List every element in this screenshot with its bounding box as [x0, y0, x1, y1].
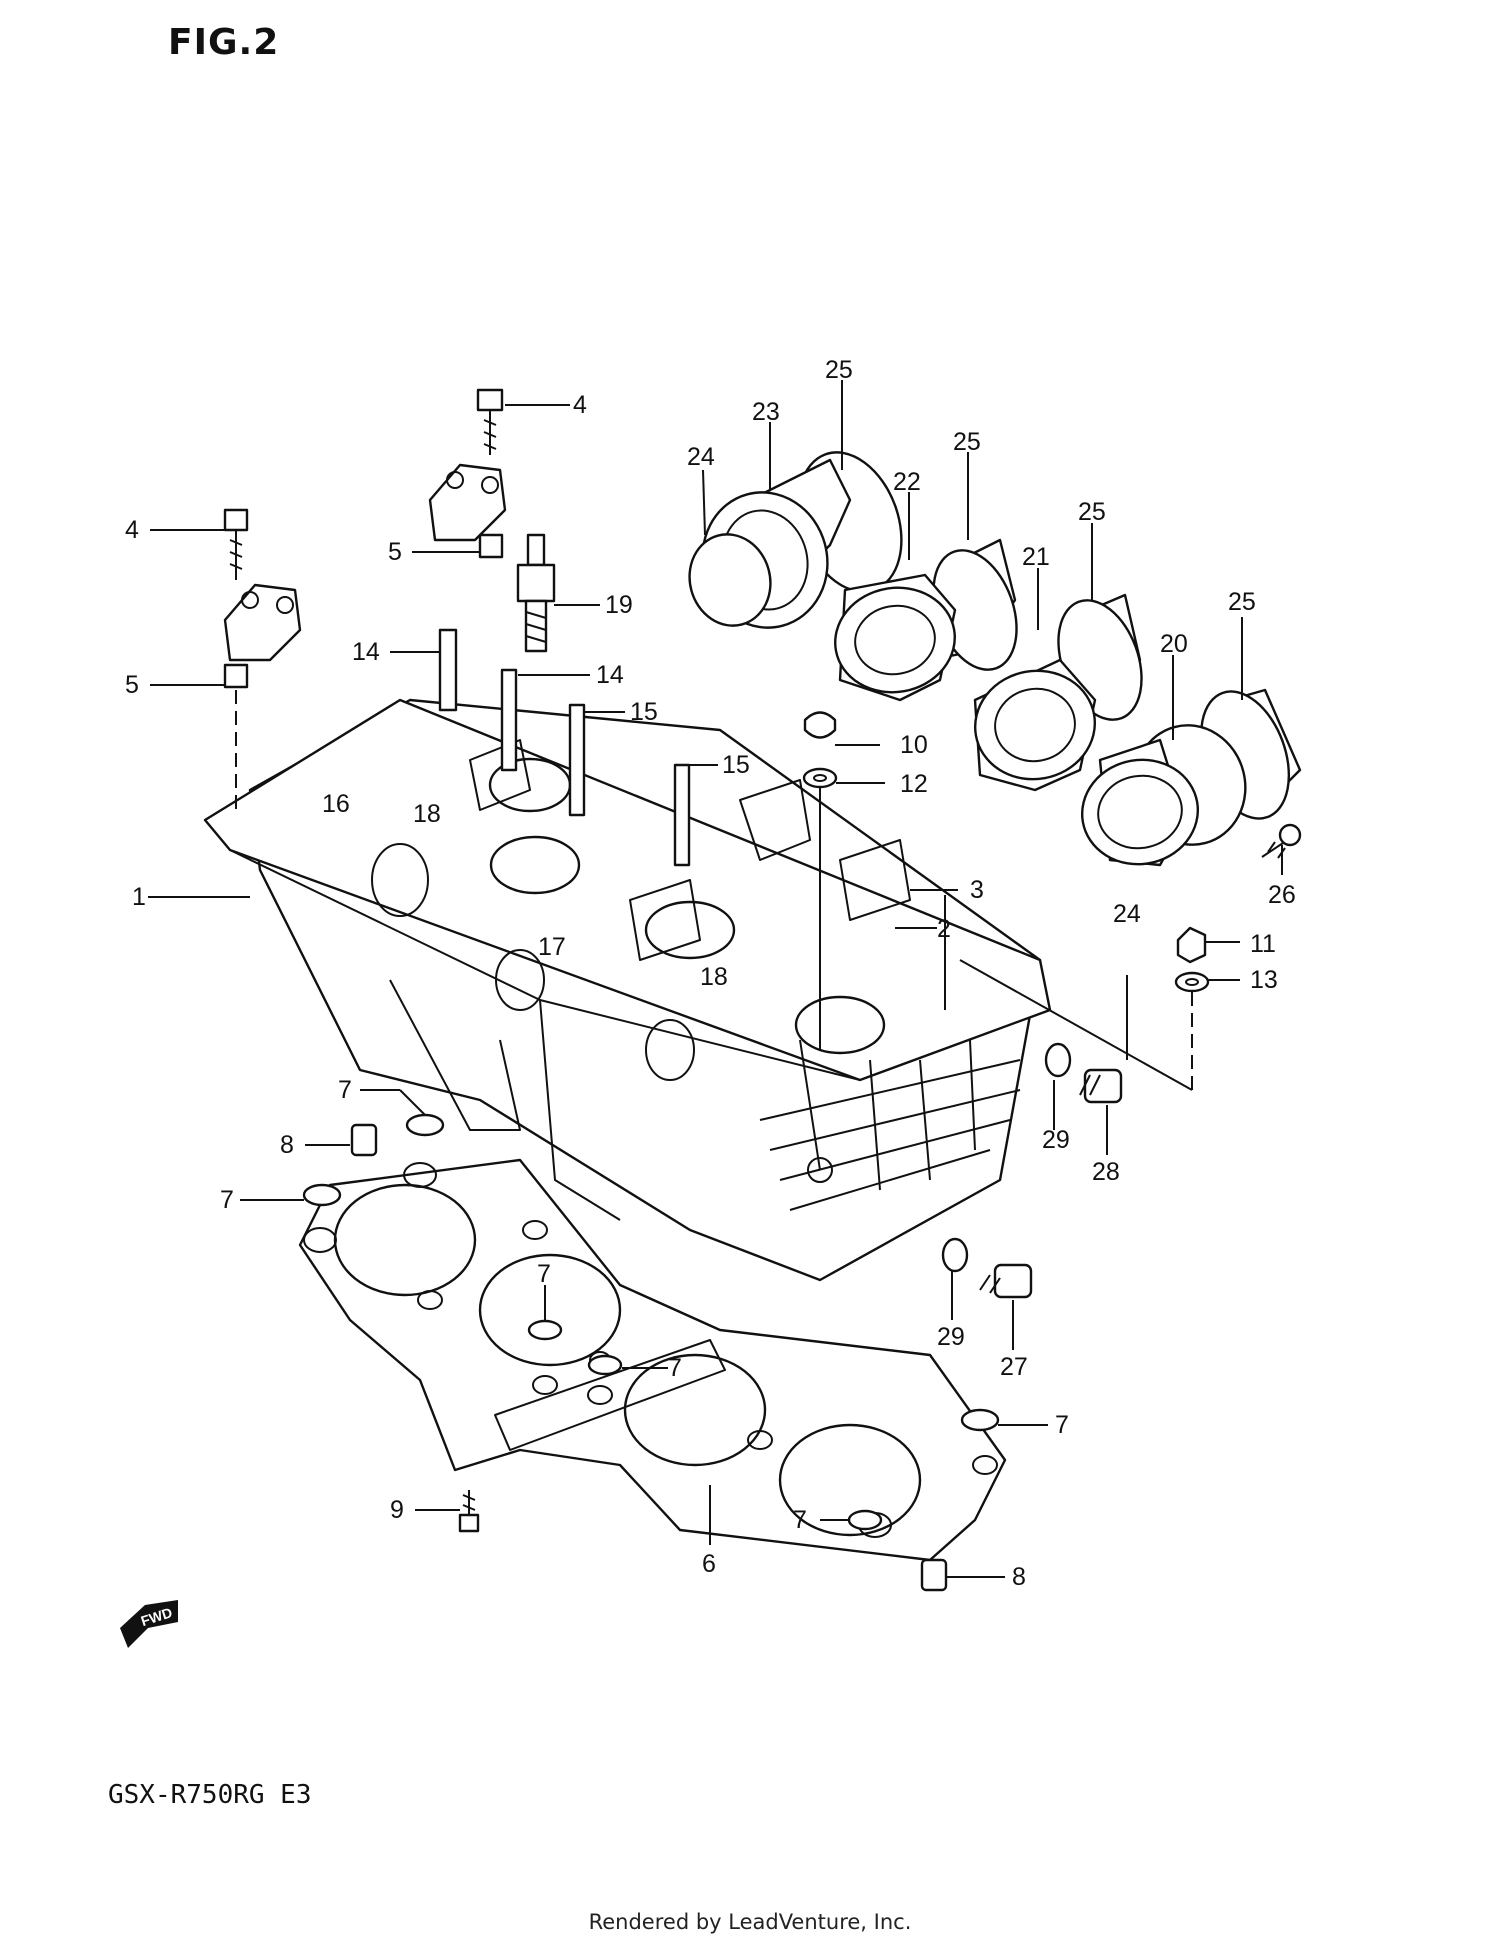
callout-6: 6	[702, 1550, 716, 1578]
callout-10: 10	[900, 731, 928, 759]
callout-11: 11	[1250, 930, 1276, 958]
callout-14: 14	[352, 638, 380, 666]
callout-7: 7	[338, 1076, 352, 1104]
stud-bolts	[438, 628, 691, 867]
callout-4: 4	[573, 391, 587, 419]
callout-2: 2	[937, 915, 951, 943]
figure-title: FIG.2	[168, 22, 280, 63]
callout-25: 25	[825, 356, 853, 384]
o-rings-7	[302, 1113, 1000, 1531]
callout-18: 18	[700, 963, 728, 991]
callout-15: 15	[722, 751, 750, 779]
callout-24: 24	[1113, 900, 1141, 928]
callout-14: 14	[596, 661, 624, 689]
callout-18: 18	[413, 800, 441, 828]
gasket-29-upper	[1044, 1042, 1072, 1078]
callout-8: 8	[1012, 1563, 1026, 1591]
callout-7: 7	[220, 1186, 234, 1214]
cylinder-head-gasket	[298, 1158, 1007, 1562]
callout-5: 5	[125, 671, 139, 699]
callout-25: 25	[1228, 588, 1256, 616]
callout-23: 23	[752, 398, 780, 426]
gasket-29-lower	[941, 1237, 969, 1273]
bolt-4-right	[476, 388, 504, 455]
dowel-pin-8-upper	[350, 1123, 378, 1157]
footer-credit: Rendered by LeadVenture, Inc.	[588, 1910, 912, 1934]
bolt-9	[458, 1490, 480, 1533]
intake-pipe-20	[1080, 688, 1302, 867]
callout-4: 4	[125, 516, 139, 544]
callout-16: 16	[322, 790, 350, 818]
callout-7: 7	[537, 1260, 551, 1288]
callout-25: 25	[1078, 498, 1106, 526]
fwd-arrow-icon: FWD	[120, 1600, 178, 1648]
callout-20: 20	[1160, 630, 1188, 658]
callout-24: 24	[687, 443, 715, 471]
spark-plug	[516, 533, 556, 653]
callout-9: 9	[390, 1496, 404, 1524]
callout-29: 29	[937, 1323, 965, 1351]
callout-25: 25	[953, 428, 981, 456]
callout-3: 3	[970, 876, 984, 904]
intake-pipe-21	[973, 593, 1143, 792]
bolt-4-left	[223, 508, 249, 580]
callout-13: 13	[1250, 966, 1278, 994]
callout-19: 19	[605, 591, 633, 619]
bolt-26	[1261, 823, 1302, 859]
washer-13	[1174, 971, 1210, 993]
callout-22: 22	[893, 468, 921, 496]
oil-gallery-plug-27	[979, 1263, 1033, 1299]
cam-holder-left	[223, 583, 302, 689]
callout-8: 8	[280, 1131, 294, 1159]
callout-1: 1	[132, 883, 146, 911]
callout-28: 28	[1092, 1158, 1120, 1186]
intake-pipe-22	[834, 538, 1018, 702]
callout-7: 7	[793, 1506, 807, 1534]
callout-labels: 25 23 24 25 22 25 21 25 20 4 4 5 5 19 14…	[125, 356, 1296, 1591]
callout-7: 7	[1055, 1411, 1069, 1439]
model-code: GSX-R750RG E3	[108, 1780, 312, 1810]
nut-11	[1176, 926, 1207, 964]
cap-nut-10	[803, 711, 837, 739]
callout-26: 26	[1268, 881, 1296, 909]
callout-12: 12	[900, 770, 928, 798]
oil-gallery-plug-28	[1079, 1068, 1123, 1104]
leader-lines	[148, 380, 1283, 1578]
callout-7: 7	[668, 1354, 682, 1382]
intake-pipe-23	[688, 451, 903, 629]
callout-29: 29	[1042, 1126, 1070, 1154]
callout-17: 17	[538, 933, 566, 961]
dowel-pin-8-lower	[920, 1558, 948, 1592]
callout-21: 21	[1022, 543, 1050, 571]
washer-12	[802, 767, 838, 789]
cam-holder-right	[428, 463, 507, 559]
callout-15: 15	[630, 698, 658, 726]
callout-5: 5	[388, 538, 402, 566]
callout-27: 27	[1000, 1353, 1028, 1381]
